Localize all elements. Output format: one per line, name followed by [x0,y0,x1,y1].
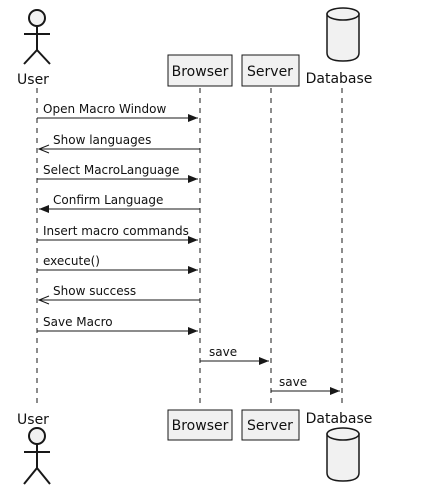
database-icon [326,7,360,62]
actor-icon [23,427,51,485]
participant-label: Server [247,418,293,434]
participant-label: User [17,72,49,88]
arrowhead [188,327,198,335]
arrowhead [188,236,198,244]
participant-browser-top: Browser [167,54,233,87]
participant-box [167,409,233,441]
participant-browser-bottom: Browser [167,409,233,441]
database-icon [326,427,360,482]
arrowhead [188,266,198,274]
participant-label: Browser [172,64,229,80]
message-5: Insert macro commands [37,224,198,244]
arrowhead [39,205,49,213]
participant-label: Database [306,71,373,87]
arrowhead [37,144,50,154]
message-label: Show languages [53,133,151,147]
participant-user-top: User [17,9,51,88]
participant-box [241,54,300,87]
arrowhead [188,175,198,183]
message-9: save [200,345,269,365]
message-label: Open Macro Window [43,102,166,116]
message-8: Save Macro [37,315,198,335]
arrowhead [188,114,198,122]
participant-server-top: Server [241,54,300,87]
message-2: Show languages [37,133,200,154]
message-4: Confirm Language [39,193,200,213]
message-1: Open Macro Window [37,102,198,122]
participant-label: User [17,412,49,428]
message-label: Show success [53,284,136,298]
message-label: Confirm Language [53,193,163,207]
participant-box [241,409,300,441]
message-label: save [279,375,307,389]
message-label: Save Macro [43,315,113,329]
participant-database-bottom: Database [306,411,373,482]
message-10: save [271,375,340,395]
message-3: Select MacroLanguage [37,163,198,183]
message-label: Insert macro commands [43,224,189,238]
participant-label: Browser [172,418,229,434]
participant-label: Database [306,411,373,427]
participant-label: Server [247,64,293,80]
arrowhead [37,295,50,305]
lifelines [36,88,343,408]
actor-icon [23,9,51,65]
participant-box [167,54,233,87]
arrowhead [330,387,340,395]
message-label: save [209,345,237,359]
message-7: Show success [37,284,200,305]
message-label: Select MacroLanguage [43,163,179,177]
message-label: execute() [43,254,100,268]
participant-user-bottom: User [17,412,51,485]
participant-server-bottom: Server [241,409,300,441]
message-6: execute() [37,254,198,274]
participant-database-top: Database [306,7,373,87]
arrowhead [259,357,269,365]
